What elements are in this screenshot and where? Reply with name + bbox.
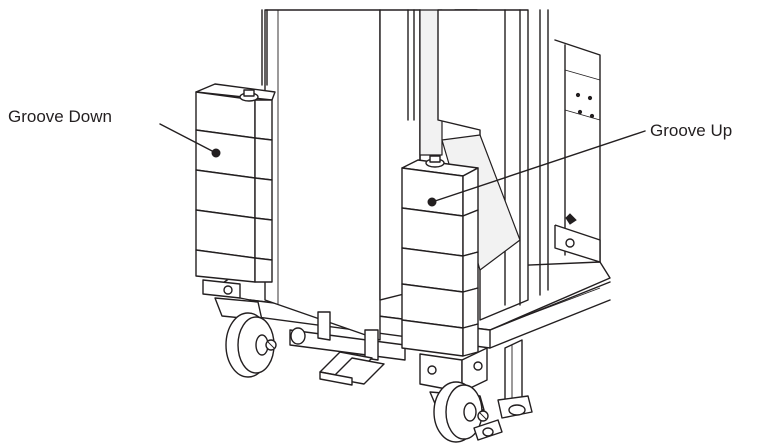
left-caster-wheel: [214, 297, 277, 378]
callout-groove-up: [427, 130, 646, 207]
callout-groove-down: [159, 123, 221, 158]
right-rack-frame: [554, 39, 601, 271]
right-rear-leg: [473, 339, 533, 441]
callout-dot-groove-up: [427, 197, 437, 207]
left-foot-stack: [195, 83, 276, 299]
label-groove-down: Groove Down: [8, 107, 112, 126]
leader-line-groove-down: [159, 123, 217, 154]
right-foot-stack: [401, 155, 488, 393]
right-caster-wheel: [429, 381, 489, 443]
left-post-top: [261, 9, 268, 86]
label-groove-up: Groove Up: [650, 121, 733, 140]
leader-line-groove-up: [431, 130, 646, 203]
pedal-mechanism: [289, 311, 406, 386]
callout-dot-groove-down: [211, 148, 221, 158]
